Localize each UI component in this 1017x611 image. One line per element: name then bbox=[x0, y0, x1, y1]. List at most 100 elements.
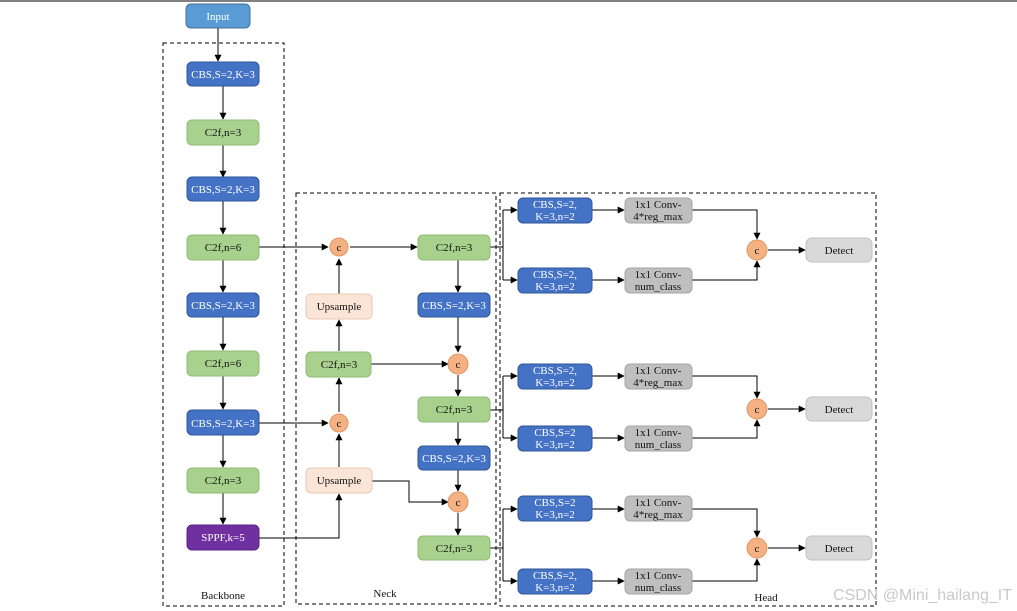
sppf-node: SPPF,k=5 bbox=[186, 524, 260, 551]
backbone-cbs-3: CBS,S=2,K=3 bbox=[186, 292, 260, 318]
head-section-box bbox=[499, 192, 877, 607]
head-concat-label: c bbox=[755, 543, 760, 555]
sppf-label: SPPF,k=5 bbox=[201, 532, 245, 544]
input-node: Input bbox=[185, 3, 251, 29]
detect-node: Detect bbox=[805, 535, 873, 561]
head-concat: c bbox=[746, 398, 768, 420]
head-conv-bottom-line2: num_class bbox=[635, 439, 681, 451]
head-conv-bottom: 1x1 Conv- num_class bbox=[624, 425, 693, 452]
concat-label: c bbox=[456, 497, 461, 509]
neck-upsample-2: Upsample bbox=[305, 467, 373, 494]
neck-cbs-2-label: CBS,S=2,K=3 bbox=[422, 453, 486, 465]
neck-cbs-1-label: CBS,S=2,K=3 bbox=[422, 300, 486, 312]
head-conv-top-line1: 1x1 Conv- bbox=[635, 365, 682, 377]
head-concat-label: c bbox=[755, 245, 760, 257]
head-concat: c bbox=[746, 537, 768, 559]
backbone-cbs-1-label: CBS,S=2,K=3 bbox=[191, 69, 255, 81]
head-cbs-bottom: CBS,S=2 K=3,n=2 bbox=[517, 425, 593, 452]
concat-label: c bbox=[337, 418, 342, 430]
head-cbs-top-line1: CBS,S=2, bbox=[533, 199, 577, 211]
neck-cbs-1: CBS,S=2,K=3 bbox=[417, 292, 491, 318]
head-conv-top-line1: 1x1 Conv- bbox=[635, 497, 682, 509]
head-conv-bottom-line1: 1x1 Conv- bbox=[635, 269, 682, 281]
backbone-cbs-2: CBS,S=2,K=3 bbox=[186, 176, 260, 202]
neck-c2f-4: C2f,n=3 bbox=[417, 535, 491, 561]
head-branch-1: CBS,S=2, K=3,n=2 1x1 Conv- 4*reg_max CBS… bbox=[517, 197, 873, 294]
connectors bbox=[214, 28, 806, 585]
detect-node: Detect bbox=[805, 237, 873, 263]
watermark: CSDN @Mini_hailang_IT bbox=[833, 587, 1012, 604]
backbone-c2f-1-label: C2f,n=3 bbox=[205, 127, 242, 139]
head-cbs-top-line2: K=3,n=2 bbox=[535, 377, 575, 389]
neck-cbs-2: CBS,S=2,K=3 bbox=[417, 445, 491, 471]
neck-c2f-2: C2f,n=3 bbox=[417, 234, 491, 261]
detect-label: Detect bbox=[825, 404, 854, 416]
neck-c2f-3: C2f,n=3 bbox=[417, 396, 491, 423]
head-branch-3: CBS,S=2 K=3,n=2 1x1 Conv- 4*reg_max CBS,… bbox=[517, 495, 873, 595]
neck-concat-4: c bbox=[447, 491, 469, 513]
concat-label: c bbox=[337, 242, 342, 254]
head-conv-top-line1: 1x1 Conv- bbox=[635, 199, 682, 211]
neck-c2f-2-label: C2f,n=3 bbox=[436, 242, 473, 254]
head-conv-top-line2: 4*reg_max bbox=[633, 211, 683, 223]
head-conv-bottom: 1x1 Conv- num_class bbox=[624, 568, 693, 595]
head-cbs-bottom: CBS,S=2, K=3,n=2 bbox=[517, 267, 593, 294]
head-conv-bottom-line2: num_class bbox=[635, 582, 681, 594]
head-cbs-bottom: CBS,S=2, K=3,n=2 bbox=[517, 568, 593, 595]
head-cbs-top-line1: CBS,S=2 bbox=[534, 497, 575, 509]
head-concat-label: c bbox=[755, 404, 760, 416]
head-conv-bottom: 1x1 Conv- num_class bbox=[624, 267, 693, 294]
backbone-c2f-4: C2f,n=3 bbox=[186, 467, 260, 494]
backbone-cbs-3-label: CBS,S=2,K=3 bbox=[191, 300, 255, 312]
head-conv-bottom-line1: 1x1 Conv- bbox=[635, 570, 682, 582]
backbone-c2f-2-label: C2f,n=6 bbox=[205, 242, 242, 254]
head-cbs-top-line2: K=3,n=2 bbox=[535, 211, 575, 223]
head-label: Head bbox=[754, 592, 778, 604]
input-label: Input bbox=[206, 11, 229, 23]
detect-label: Detect bbox=[825, 245, 854, 257]
head-cbs-bottom-line1: CBS,S=2, bbox=[533, 269, 577, 281]
neck-c2f-4-label: C2f,n=3 bbox=[436, 543, 473, 555]
head-concat: c bbox=[746, 239, 768, 261]
backbone-c2f-2: C2f,n=6 bbox=[186, 234, 260, 261]
head-cbs-bottom-line2: K=3,n=2 bbox=[535, 281, 575, 293]
neck-concat-3: c bbox=[447, 353, 469, 375]
head-conv-top-line2: 4*reg_max bbox=[633, 377, 683, 389]
detect-node: Detect bbox=[805, 396, 873, 422]
neck-c2f-1: C2f,n=3 bbox=[305, 351, 372, 378]
backbone-cbs-4-label: CBS,S=2,K=3 bbox=[191, 418, 255, 430]
head-cbs-top: CBS,S=2, K=3,n=2 bbox=[517, 363, 593, 390]
backbone-cbs-4: CBS,S=2,K=3 bbox=[186, 409, 260, 436]
neck-c2f-1-label: C2f,n=3 bbox=[321, 359, 358, 371]
neck-label: Neck bbox=[373, 588, 397, 600]
detect-label: Detect bbox=[825, 543, 854, 555]
backbone-section-box bbox=[162, 42, 285, 607]
head-conv-bottom-line1: 1x1 Conv- bbox=[635, 427, 682, 439]
head-cbs-top-line2: K=3,n=2 bbox=[535, 509, 575, 521]
head-conv-top-line2: 4*reg_max bbox=[633, 509, 683, 521]
neck-upsample-1: Upsample bbox=[305, 293, 373, 320]
backbone-c2f-3-label: C2f,n=6 bbox=[205, 358, 242, 370]
head-cbs-bottom-line1: CBS,S=2, bbox=[533, 570, 577, 582]
neck-concat-2: c bbox=[329, 413, 349, 433]
backbone-c2f-4-label: C2f,n=3 bbox=[205, 475, 242, 487]
neck-concat-1: c bbox=[329, 237, 349, 257]
head-conv-top: 1x1 Conv- 4*reg_max bbox=[624, 495, 693, 522]
head-cbs-bottom-line1: CBS,S=2 bbox=[534, 427, 575, 439]
backbone-c2f-1: C2f,n=3 bbox=[186, 119, 260, 146]
head-branch-2: CBS,S=2, K=3,n=2 1x1 Conv- 4*reg_max CBS… bbox=[517, 363, 873, 452]
backbone-cbs-2-label: CBS,S=2,K=3 bbox=[191, 184, 255, 196]
backbone-cbs-1: CBS,S=2,K=3 bbox=[186, 61, 260, 87]
head-cbs-top: CBS,S=2 K=3,n=2 bbox=[517, 495, 593, 522]
neck-upsample-2-label: Upsample bbox=[317, 475, 362, 487]
head-cbs-top: CBS,S=2, K=3,n=2 bbox=[517, 197, 593, 224]
head-conv-top: 1x1 Conv- 4*reg_max bbox=[624, 363, 693, 390]
head-cbs-bottom-line2: K=3,n=2 bbox=[535, 439, 575, 451]
head-cbs-bottom-line2: K=3,n=2 bbox=[535, 582, 575, 594]
head-conv-bottom-line2: num_class bbox=[635, 281, 681, 293]
concat-label: c bbox=[456, 359, 461, 371]
head-cbs-top-line1: CBS,S=2, bbox=[533, 365, 577, 377]
neck-section-box bbox=[295, 192, 497, 605]
backbone-c2f-3: C2f,n=6 bbox=[186, 350, 260, 377]
